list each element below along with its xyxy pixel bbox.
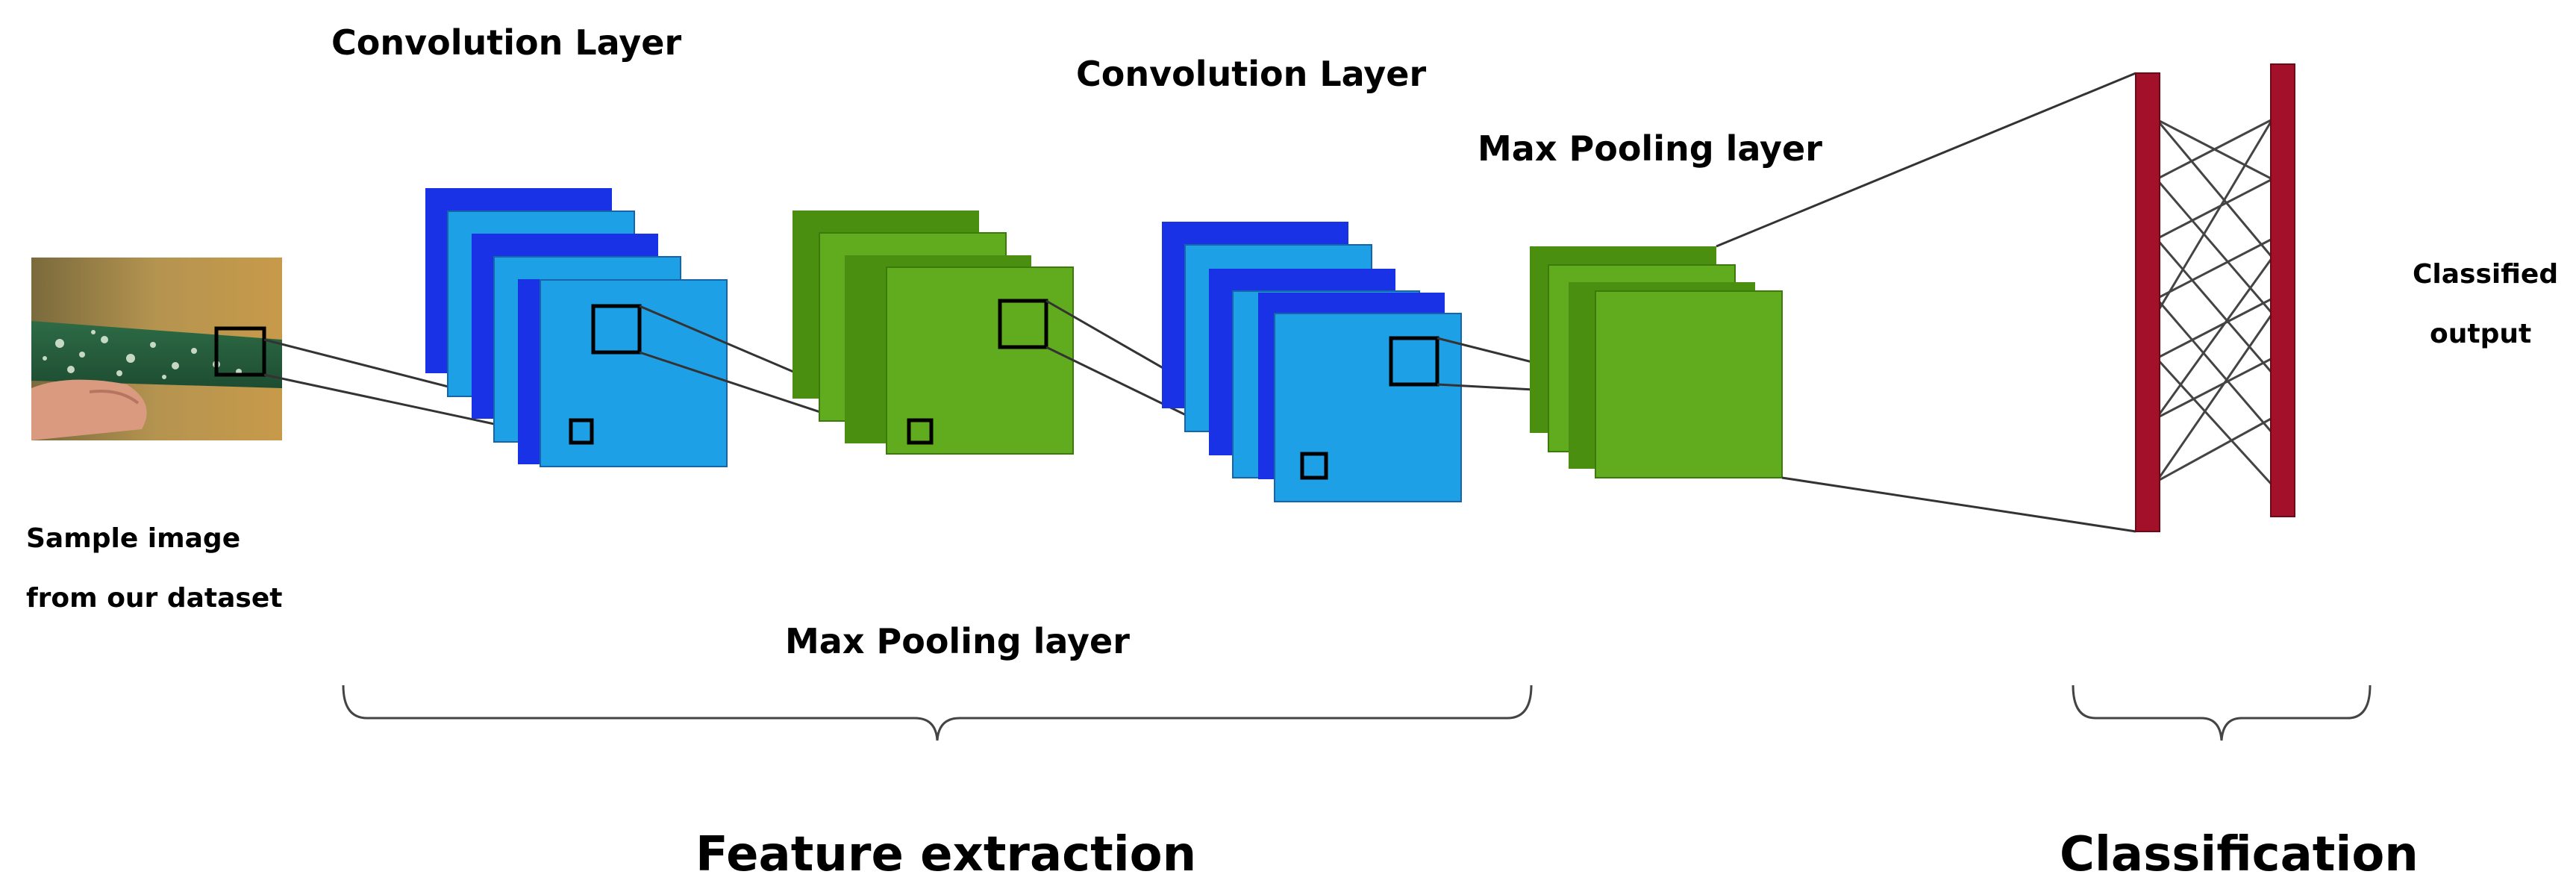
dense-layers [2135,63,2295,532]
pool-layer-1-stack [793,211,1074,455]
max-pooling-bottom-label: Max Pooling layer [785,621,1130,661]
conv-layer-1-stack [425,188,728,467]
conv-layer-2-label: Convolution Layer [1076,54,1427,94]
sample-image [31,258,282,440]
sample-image-caption-line1: Sample image [26,523,241,554]
max-pooling-top-label: Max Pooling layer [1478,128,1822,169]
conv-layer-1-label: Convolution Layer [331,22,682,63]
pool-layer-2-stack [1530,246,1783,478]
sample-image-caption-line2: from our dataset [26,583,283,614]
projection-lines-5 [1716,72,2136,533]
classification-label: Classification [2060,827,2419,882]
conv-layer-2-stack [1162,222,1462,502]
fully-connected-lines [2155,118,2274,487]
feature-extraction-brace [342,684,1533,741]
classified-output-line2: output [2430,319,2532,349]
classification-brace [2072,684,2372,741]
classified-output-line1: Classified [2413,259,2559,290]
feature-extraction-label: Feature extraction [695,827,1197,882]
